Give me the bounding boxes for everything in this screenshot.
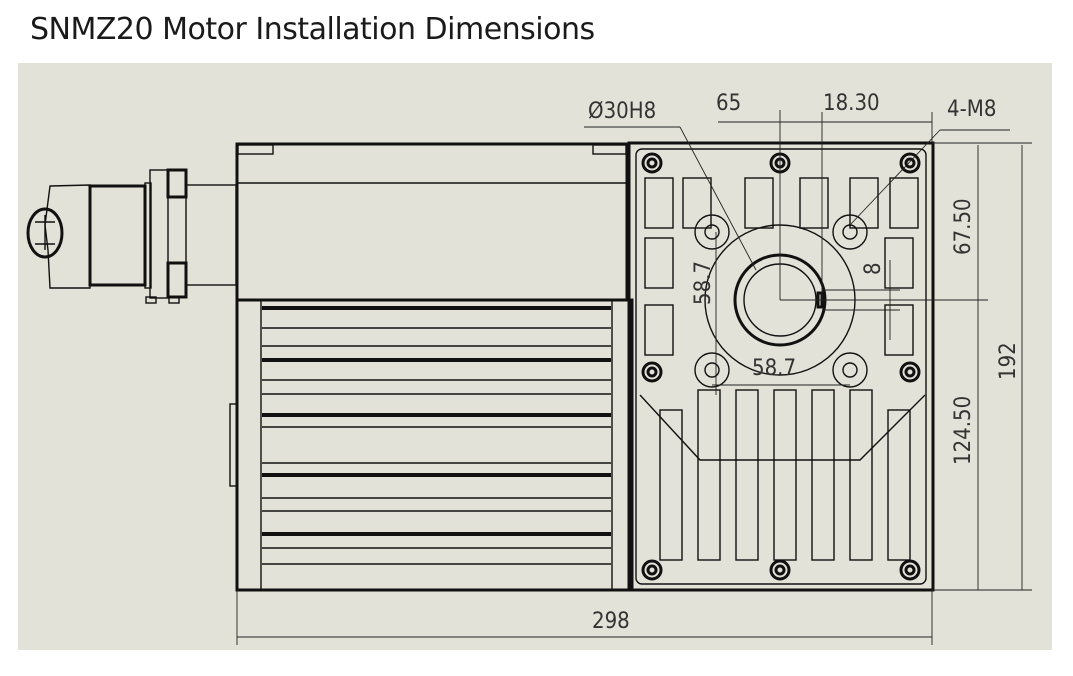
holes-label: 4-M8: [947, 97, 996, 122]
flange-rib: [887, 409, 911, 561]
flange-slot: [682, 177, 712, 229]
bolt-icon: [641, 361, 663, 383]
mount-hole: [704, 362, 720, 378]
flange-rib: [697, 389, 721, 561]
bolt-icon: [769, 559, 791, 581]
bore-diameter-label: Ø30H8: [588, 99, 656, 124]
flange-rib: [849, 389, 873, 561]
motor-housing: [229, 142, 634, 592]
total-height-label: 192: [996, 342, 1021, 380]
mount-hole: [842, 362, 858, 378]
dimension-65-label: 65: [716, 91, 741, 116]
hole-spacing-horizontal-label: 58.7: [752, 356, 796, 381]
flange-slot: [884, 304, 914, 356]
bolt-center-icon: [774, 564, 786, 576]
flange-slot: [644, 237, 674, 289]
mount-hole: [704, 224, 720, 240]
flange-slot: [644, 177, 674, 229]
flange-slot: [744, 177, 774, 229]
flange-slot: [884, 237, 914, 289]
total-length-label: 298: [592, 609, 630, 634]
mount-boss: [832, 214, 868, 250]
keyway-label: 8: [861, 262, 886, 275]
brake-assembly: [26, 168, 237, 304]
bolt-center-icon: [904, 564, 916, 576]
flange-slot: [644, 304, 674, 356]
bolt-icon: [899, 361, 921, 383]
flange-rib: [735, 389, 759, 561]
mount-boss: [694, 352, 730, 388]
flange-slot: [799, 177, 829, 229]
hole-spacing-vertical-label: 58.7: [691, 261, 716, 305]
flange-rib: [659, 409, 683, 561]
dimension-lines: [236, 110, 1032, 645]
bolt-center-icon: [646, 157, 658, 169]
dimension-18-30-label: 18.30: [823, 91, 880, 116]
mount-boss: [832, 352, 868, 388]
mount-boss: [694, 214, 730, 250]
flange-rib: [773, 389, 797, 561]
bolt-icon: [641, 152, 663, 174]
flange-plate: [627, 141, 935, 592]
page-title: SNMZ20 Motor Installation Dimensions: [30, 12, 595, 47]
cooling-fins: [262, 306, 611, 565]
bolt-center-icon: [646, 366, 658, 378]
bolt-center-icon: [646, 564, 658, 576]
motor-drawing: Ø30H8 65 18.30 4-M8 67.50 124.50 192 8 5…: [18, 63, 1052, 650]
bolt-icon: [899, 559, 921, 581]
lower-height-label: 124.50: [951, 396, 976, 465]
bolt-center-icon: [904, 366, 916, 378]
flange-slot: [889, 177, 919, 229]
flange-rib: [811, 389, 835, 561]
bolt-icon: [641, 559, 663, 581]
flange-slot: [849, 177, 879, 229]
bolt-center-icon: [904, 157, 916, 169]
bolt-icon: [899, 152, 921, 174]
technical-drawing: Ø30H8 65 18.30 4-M8 67.50 124.50 192 8 5…: [26, 91, 1032, 645]
upper-height-label: 67.50: [951, 198, 976, 255]
